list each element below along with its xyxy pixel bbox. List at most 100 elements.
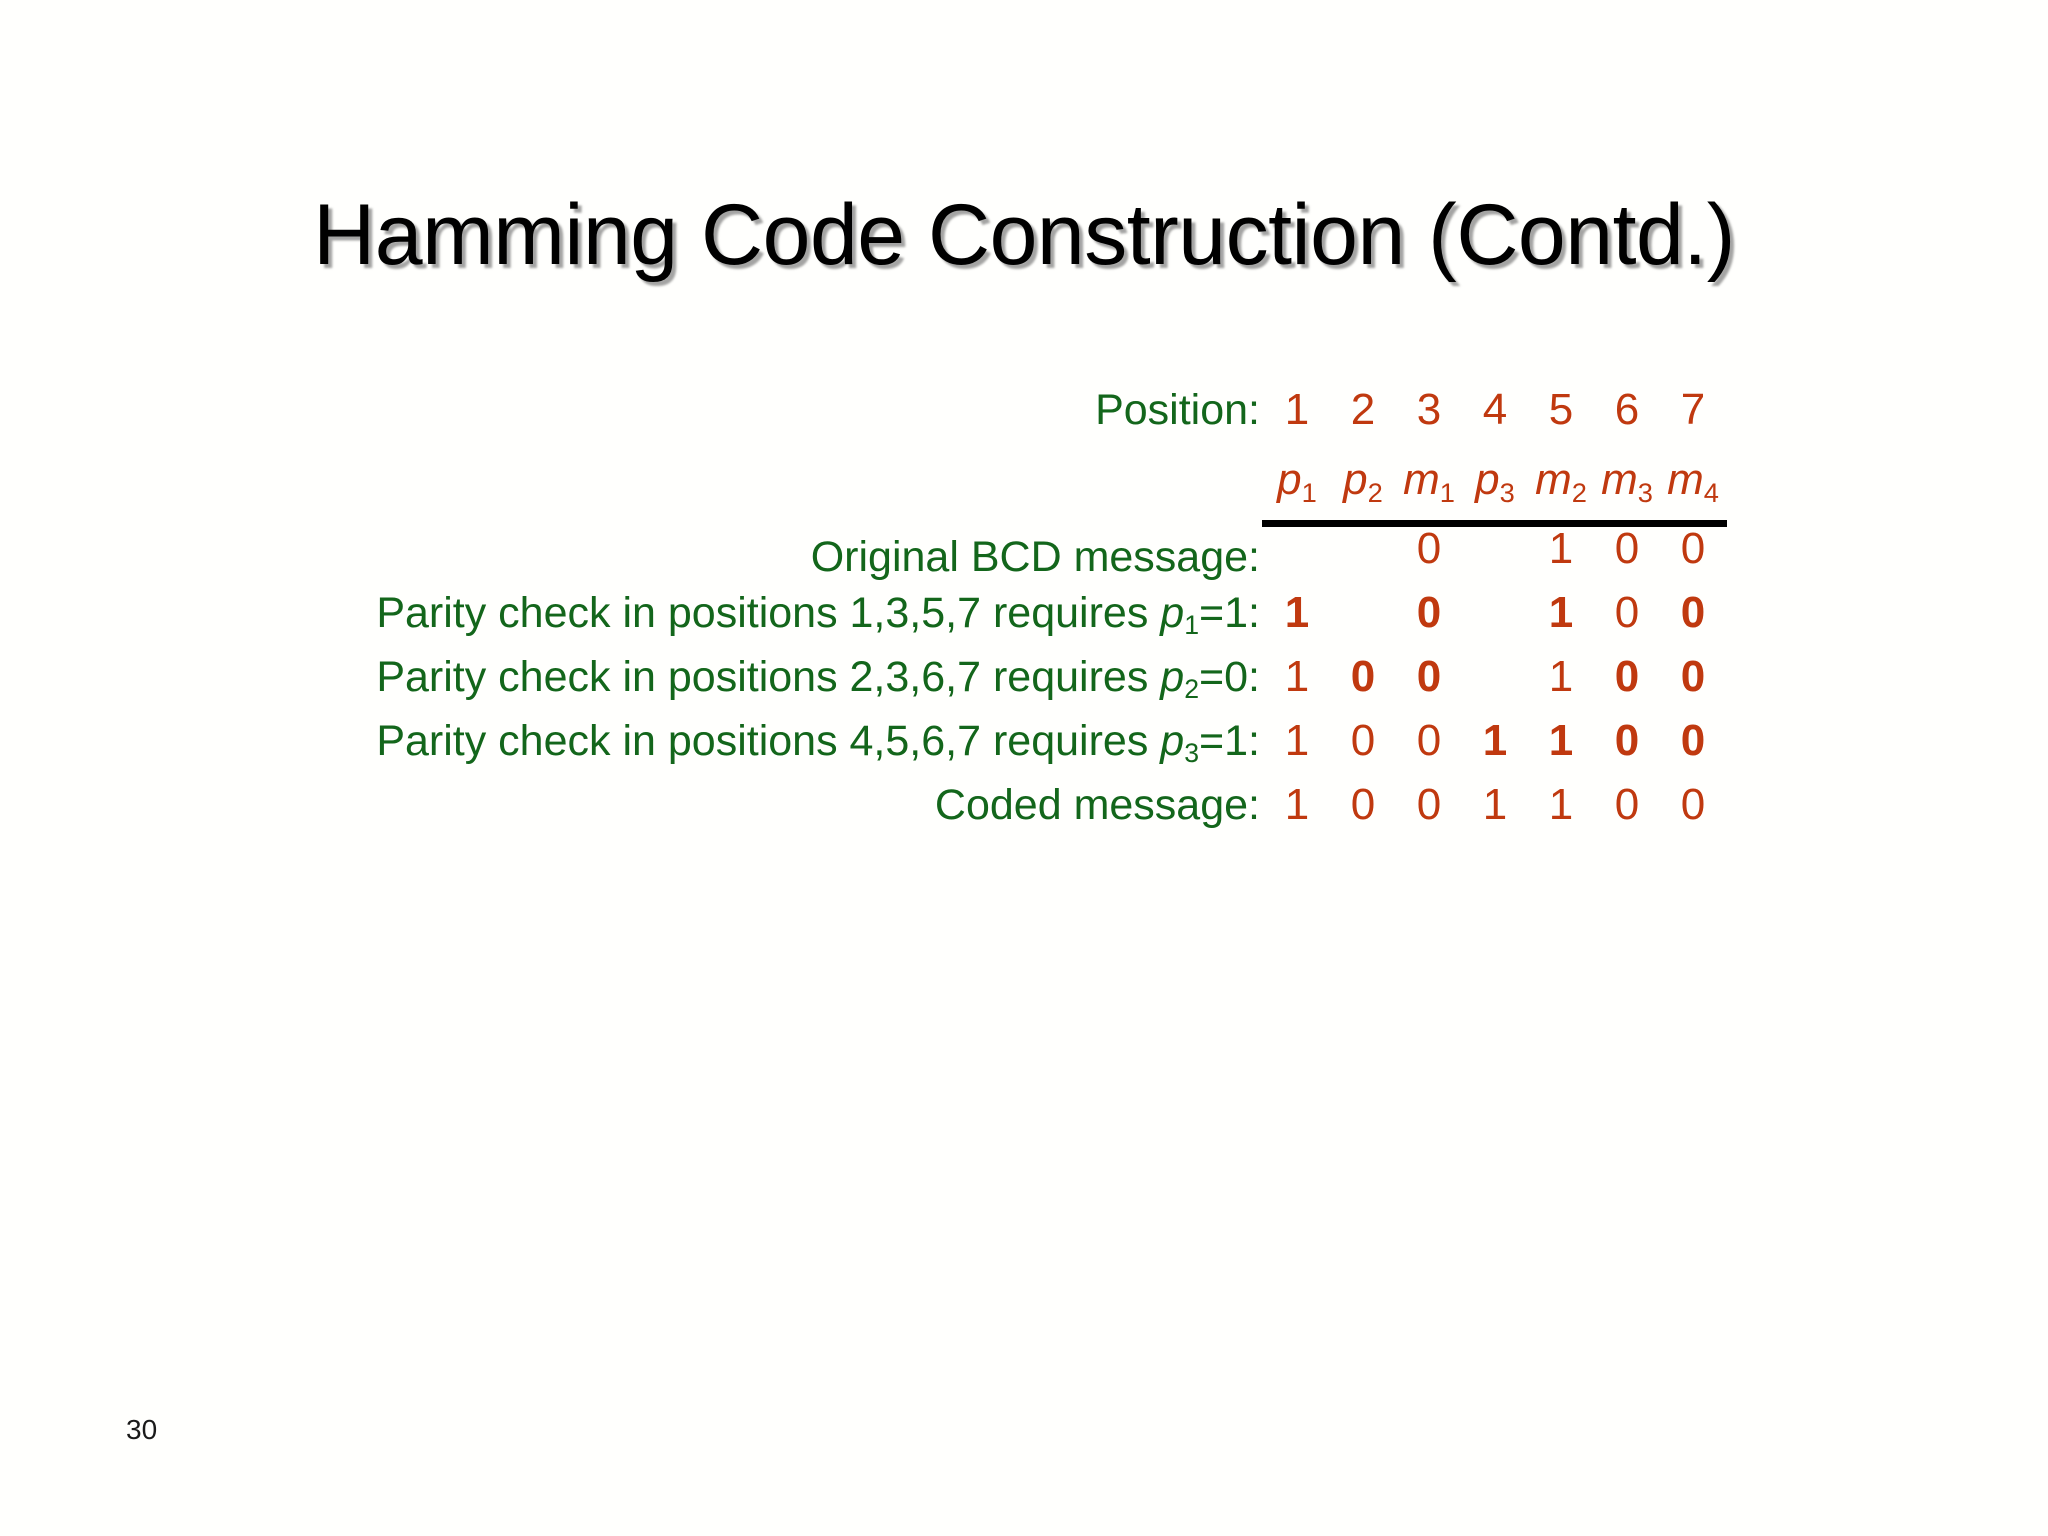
- table-row: Parity check in positions 2,3,6,7 requir…: [170, 655, 1750, 719]
- position-number: 7: [1680, 385, 1706, 434]
- bit-cell: 1: [1482, 716, 1508, 765]
- bit-cell: [1462, 591, 1528, 635]
- bit-symbol-base: p: [1475, 455, 1500, 504]
- bit-symbol-subscript: 2: [1571, 476, 1587, 508]
- position-number: 5: [1548, 385, 1574, 434]
- bit-cell: 0: [1416, 524, 1442, 573]
- bit-cell: 1: [1284, 780, 1310, 829]
- row-label-variable: p2: [1160, 653, 1200, 705]
- bit-symbol-base: m: [1535, 455, 1572, 504]
- bit-cell: 0: [1416, 780, 1442, 829]
- bit-cell: 0: [1680, 652, 1706, 701]
- bit-cell: 0: [1416, 588, 1442, 637]
- bit-cell: [1330, 527, 1396, 571]
- position-row-label: Position:: [1095, 386, 1260, 434]
- row-label-variable: p3: [1160, 717, 1200, 769]
- bit-symbol-base: m: [1403, 455, 1440, 504]
- bit-cell: [1330, 591, 1396, 635]
- bit-cell: 0: [1350, 780, 1376, 829]
- row-label: Coded message:: [170, 784, 1264, 827]
- bit-symbol-subscript: 3: [1637, 476, 1653, 508]
- bit-cell: 0: [1614, 716, 1640, 765]
- page-number: 30: [126, 1414, 158, 1445]
- bit-symbol-base: m: [1601, 455, 1638, 504]
- row-label-text: Parity check in positions 2,3,6,7 requir…: [376, 653, 1161, 701]
- row-label-suffix: =1:: [1199, 589, 1260, 637]
- bit-symbol-subscript: 1: [1301, 476, 1317, 508]
- row-label-variable-subscript: 1: [1184, 610, 1200, 641]
- bit-cell: 0: [1680, 716, 1706, 765]
- bit-cell: 1: [1548, 588, 1574, 637]
- row-label: Parity check in positions 2,3,6,7 requir…: [170, 653, 1264, 705]
- row-label-variable-subscript: 3: [1184, 738, 1200, 769]
- bit-symbol: m4: [1660, 455, 1726, 506]
- bit-symbol-subscript: 4: [1703, 476, 1719, 508]
- bit-symbol: m2: [1528, 455, 1594, 506]
- page-title: Hamming Code Construction (Contd.): [313, 186, 1735, 283]
- bit-cell: 0: [1614, 652, 1640, 701]
- bit-symbol-subscript: 2: [1367, 476, 1383, 508]
- bit-cell: 0: [1680, 780, 1706, 829]
- bit-cell: 0: [1350, 652, 1376, 701]
- bit-cell: 1: [1548, 780, 1574, 829]
- bit-cell: 0: [1614, 588, 1640, 637]
- bit-cell: [1264, 527, 1330, 571]
- bit-cell: 1: [1284, 652, 1310, 701]
- bit-cell: 0: [1614, 780, 1640, 829]
- bit-symbol-subscript: 1: [1439, 476, 1455, 508]
- table-rule-spacer: [170, 520, 1260, 527]
- position-number: 2: [1350, 385, 1376, 434]
- row-label-suffix: =0:: [1199, 653, 1260, 701]
- row-label: Parity check in positions 1,3,5,7 requir…: [170, 589, 1264, 641]
- bit-symbol: p1: [1264, 455, 1330, 506]
- table-row: Parity check in positions 1,3,5,7 requir…: [170, 591, 1750, 655]
- bit-cell: 1: [1284, 716, 1310, 765]
- bit-cell: 1: [1548, 524, 1574, 573]
- bit-cell: 0: [1416, 652, 1442, 701]
- position-number: 4: [1482, 385, 1508, 434]
- row-label-text: Parity check in positions 4,5,6,7 requir…: [376, 717, 1161, 765]
- bit-cell: 0: [1680, 588, 1706, 637]
- bit-cell: [1462, 655, 1528, 699]
- bit-symbol: m1: [1396, 455, 1462, 506]
- row-label-variable-subscript: 2: [1184, 674, 1200, 705]
- table-rule-wrap: [170, 520, 1750, 527]
- bit-symbol: m3: [1594, 455, 1660, 506]
- row-label: Parity check in positions 4,5,6,7 requir…: [170, 717, 1264, 769]
- bit-cell: 0: [1350, 716, 1376, 765]
- row-label: Original BCD message:: [170, 536, 1264, 579]
- bit-symbol-subscript: 3: [1499, 476, 1515, 508]
- bit-symbol-base: p: [1343, 455, 1368, 504]
- row-label-suffix: =1:: [1199, 717, 1260, 765]
- table-row: Parity check in positions 4,5,6,7 requir…: [170, 719, 1750, 783]
- position-number: 1: [1284, 385, 1310, 434]
- row-label-text: Parity check in positions 1,3,5,7 requir…: [376, 589, 1161, 637]
- bit-cell: 0: [1614, 524, 1640, 573]
- bit-cell: 1: [1548, 716, 1574, 765]
- row-label-text: Coded message:: [934, 781, 1260, 829]
- bit-symbol: p2: [1330, 455, 1396, 506]
- position-number: 6: [1614, 385, 1640, 434]
- bit-symbol-base: p: [1277, 455, 1302, 504]
- bit-symbol-base: m: [1667, 455, 1704, 504]
- bit-cell: [1462, 527, 1528, 571]
- bit-cell: 0: [1416, 716, 1442, 765]
- row-label-variable: p1: [1160, 589, 1200, 641]
- table-horizontal-rule: [1262, 520, 1727, 527]
- bit-cell: 0: [1680, 524, 1706, 573]
- bit-cell: 1: [1482, 780, 1508, 829]
- bit-symbol: p3: [1462, 455, 1528, 506]
- bit-cell: 1: [1284, 588, 1310, 637]
